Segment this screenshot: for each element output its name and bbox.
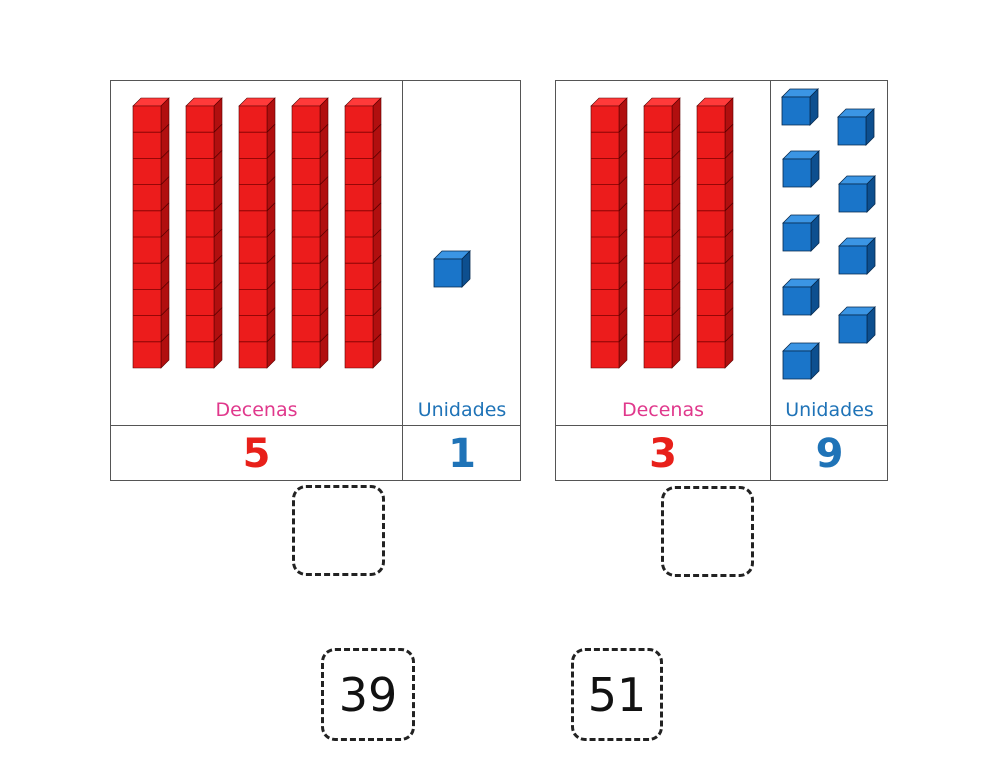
tens-number: 3 [649, 431, 677, 477]
place-value-card-1: Decenas Unidades 5 1 [110, 80, 521, 481]
unit-cube [433, 250, 471, 288]
units-label: Unidades [417, 399, 507, 421]
ten-rod [185, 97, 223, 369]
ten-rod [238, 97, 276, 369]
unit-cube [782, 150, 820, 188]
answer-dropzone-1[interactable] [292, 485, 385, 576]
unit-cube [782, 214, 820, 252]
unit-cube [838, 237, 876, 275]
tens-label: Decenas [215, 399, 298, 421]
row-divider [556, 425, 887, 426]
units-number: 9 [815, 431, 844, 477]
column-divider [402, 81, 403, 480]
units-label: Unidades [785, 399, 874, 421]
row-divider [111, 425, 520, 426]
column-divider [770, 81, 771, 480]
tens-number: 5 [242, 431, 271, 477]
ten-rod [291, 97, 329, 369]
ten-rod [590, 97, 628, 369]
base-ten-blocks-2 [590, 88, 876, 380]
unit-cube [782, 278, 820, 316]
answer-tile-39[interactable]: 39 [321, 648, 415, 741]
unit-cube [837, 108, 875, 146]
units-number: 1 [448, 431, 476, 477]
answer-dropzone-2[interactable] [661, 486, 754, 577]
unit-cube [838, 175, 876, 213]
unit-cube [838, 306, 876, 344]
tens-label: Decenas [621, 399, 705, 421]
ten-rod [643, 97, 681, 369]
unit-cube [781, 88, 819, 126]
place-value-card-2: Decenas Unidades 3 9 [555, 80, 888, 481]
unit-cube [782, 342, 820, 380]
ten-rod [696, 97, 734, 369]
base-ten-blocks-1 [132, 97, 471, 369]
answer-tile-51[interactable]: 51 [571, 648, 663, 741]
ten-rod [132, 97, 170, 369]
ten-rod [344, 97, 382, 369]
